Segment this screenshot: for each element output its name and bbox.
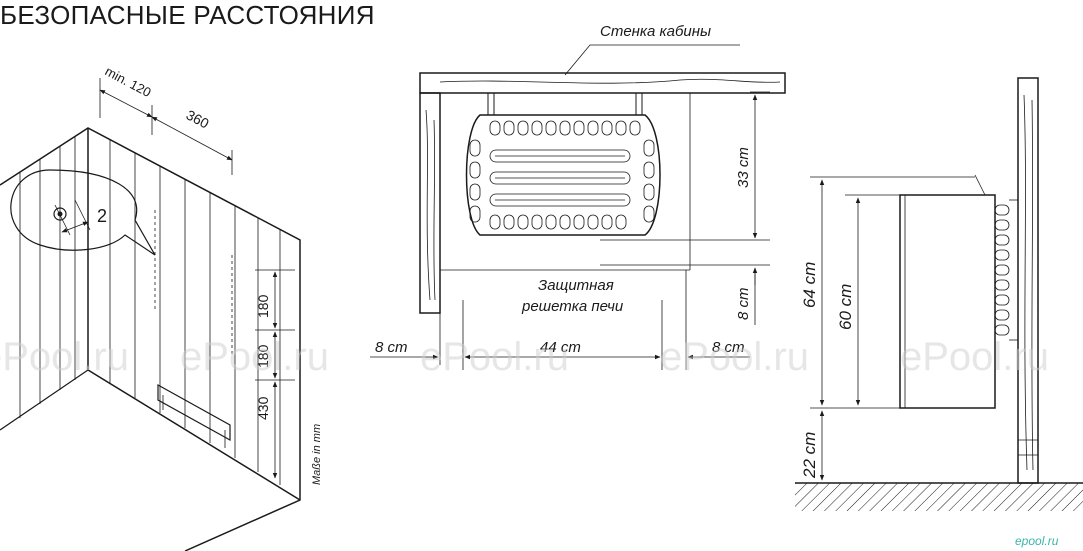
- grille-label-line1: Защитная: [538, 277, 614, 294]
- dim-right-8cm: 8 cm: [712, 339, 745, 356]
- watermark-5: ePool.ru: [900, 335, 1049, 379]
- watermarks: ePool.ru ePool.ru ePool.ru ePool.ru ePoo…: [0, 335, 1049, 379]
- heater-stones-sides: [469, 139, 655, 223]
- dim-bottom-8cm: 8 cm: [735, 287, 752, 320]
- perspective-view: min. 120 360 180 180 430 Maße in mm 2: [0, 63, 323, 551]
- dim-heater-60cm: 60 cm: [836, 284, 855, 330]
- dim-total-64cm: 64 cm: [800, 262, 819, 308]
- units-note: Maße in mm: [311, 424, 323, 485]
- site-logo: epool.ru: [1015, 534, 1059, 548]
- front-view: Стенка кабины Защитная решетка печи 33 c…: [370, 23, 786, 370]
- dim-180-upper: 180: [255, 294, 271, 318]
- heater-stones-bottom: [489, 214, 627, 230]
- dim-top-33cm: 33 cm: [735, 147, 752, 188]
- page-title: БЕЗОПАСНЫЕ РАССТОЯНИЯ: [0, 0, 375, 30]
- watermark-3: ePool.ru: [420, 335, 569, 379]
- watermark-4: ePool.ru: [660, 335, 809, 379]
- dim-360: 360: [184, 107, 212, 132]
- grille-label-line2: решетка печи: [521, 298, 624, 315]
- dim-left-8cm: 8 cm: [375, 339, 408, 356]
- dim-width-44cm: 44 cm: [540, 339, 581, 356]
- side-view: 64 cm 60 cm 22 cm: [795, 77, 1083, 511]
- heater-stones-top: [489, 120, 641, 136]
- watermark-2: ePool.ru: [180, 335, 329, 379]
- side-heater-stones: [994, 204, 1010, 336]
- dim-floor-22cm: 22 cm: [800, 432, 819, 479]
- watermark-1: ePool.ru: [0, 335, 129, 379]
- dim-430: 430: [255, 396, 271, 420]
- wall-label: Стенка кабины: [600, 23, 711, 40]
- dim-180-lower: 180: [255, 344, 271, 368]
- callout-dim: 2: [97, 206, 107, 226]
- dim-min-120: min. 120: [103, 63, 154, 100]
